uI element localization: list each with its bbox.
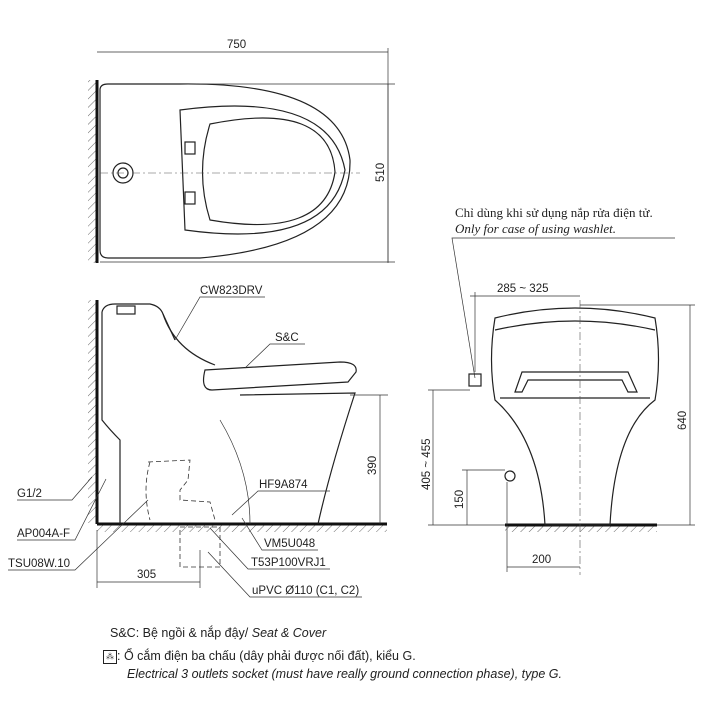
- toilet-outline-front: [490, 307, 660, 526]
- legend-sc: S&C: Bệ ngồi & nắp đậy/ Seat & Cover: [110, 626, 326, 640]
- socket-icon: [468, 373, 482, 387]
- label-tsu08w: TSU08W.10: [8, 558, 70, 570]
- legend-sc-text: S&C: Bệ ngồi & nắp đậy/: [110, 626, 252, 640]
- socket-icon: ⁂: [103, 649, 117, 664]
- bowl-curve: [219, 419, 251, 525]
- leader-t53: [209, 527, 330, 570]
- leader-pipe: [207, 551, 362, 598]
- lid-outline-top: [201, 117, 336, 226]
- dim-200: 200: [532, 554, 551, 566]
- dim-150: 150: [454, 490, 466, 509]
- leader-tsu: [8, 499, 149, 571]
- hinge-bottom: [184, 191, 196, 205]
- note-en: Only for case of using washlet.: [455, 221, 616, 236]
- toilet-outline-top: [99, 83, 351, 259]
- seat-side: [202, 361, 357, 391]
- dim-405-455: 405 ~ 455: [421, 439, 433, 490]
- leader-seat: [244, 343, 305, 369]
- legend-socket: ⁂: Ổ cắm điện ba chấu (dây phải được nối…: [103, 649, 416, 664]
- leader-vm: [241, 517, 318, 551]
- wall-hatch: [88, 80, 97, 263]
- label-t53p100vrj1: T53P100VRJ1: [251, 557, 326, 569]
- trap-hidden: [145, 459, 216, 521]
- note-leader: [451, 237, 675, 379]
- side-view: 390 305 CW823DRV S&C HF9A874 G1/2 AP004A…: [8, 285, 388, 598]
- label-upvc: uPVC Ø110 (C1, C2): [252, 585, 359, 597]
- legend-socket-en: Electrical 3 outlets socket (must have r…: [127, 667, 562, 681]
- tank-edge: [162, 313, 176, 341]
- legend-socket-vi: : Ổ cắm điện ba chấu (dây phải được nối …: [117, 649, 416, 663]
- dim-750: 750: [227, 39, 246, 51]
- dim-305: 305: [137, 569, 156, 581]
- dim-285-325: 285 ~ 325: [497, 283, 548, 295]
- leader-ap: [17, 478, 107, 541]
- flush-button-side: [116, 305, 136, 315]
- dim-510: 510: [375, 163, 387, 182]
- leader-g12: [17, 476, 93, 501]
- tank-lid-line: [494, 320, 656, 331]
- label-g12: G1/2: [17, 488, 42, 500]
- hinge-top: [184, 141, 196, 155]
- floor-hatch: [97, 524, 387, 532]
- supply-valve-icon: [504, 470, 516, 482]
- toilet-outline-side: [101, 303, 356, 525]
- leader-valve: [231, 490, 330, 516]
- top-view: 750 510: [88, 39, 395, 263]
- legend-sc-en: Seat & Cover: [251, 626, 327, 640]
- dim-640: 640: [677, 411, 689, 430]
- label-hf9a874: HF9A874: [259, 479, 308, 491]
- note-vi: Chỉ dùng khi sử dụng nắp rửa điện tử.: [455, 205, 653, 220]
- dim-390: 390: [367, 456, 379, 475]
- leader-tank: [174, 296, 265, 341]
- wall-hatch: [88, 300, 97, 523]
- seat-front: [514, 371, 638, 393]
- label-vm5u048: VM5U048: [264, 538, 315, 550]
- label-cw823drv: CW823DRV: [200, 285, 263, 297]
- seat-outline-top: [179, 105, 346, 235]
- floor-hatch: [505, 526, 657, 532]
- label-sc: S&C: [275, 332, 299, 344]
- label-ap004a: AP004A-F: [17, 528, 70, 540]
- front-view: Chỉ dùng khi sử dụng nắp rửa điện tử. On…: [421, 205, 695, 575]
